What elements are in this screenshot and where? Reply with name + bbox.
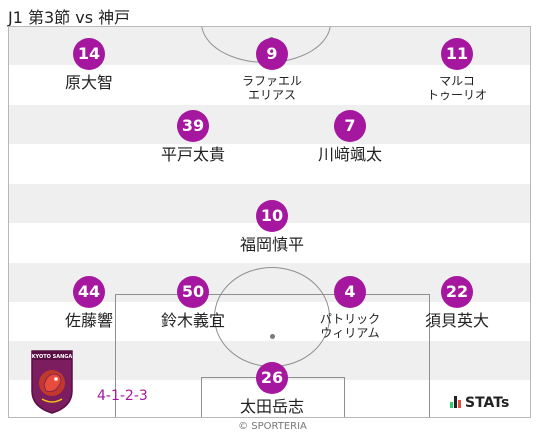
player-name: 鈴木義宜: [160, 311, 225, 330]
player-card[interactable]: 22 須貝英大: [397, 276, 517, 331]
pitch-stripe: [9, 105, 530, 144]
player-number: 14: [73, 38, 105, 70]
player-name: 太田岳志: [239, 397, 304, 416]
player-number: 22: [441, 276, 473, 308]
player-name: ラファエル エリアス: [241, 74, 302, 102]
player-number: 39: [177, 110, 209, 142]
player-card[interactable]: 39 平戸太貴: [133, 110, 253, 165]
player-card[interactable]: 10 福岡慎平: [212, 200, 332, 255]
player-card[interactable]: 50 鈴木義宜: [133, 276, 253, 331]
penalty-spot: [270, 334, 275, 339]
copyright: © SPORTERIA: [238, 421, 307, 432]
penalty-area: [115, 294, 430, 417]
player-name: 川﨑颯太: [317, 145, 382, 164]
player-card[interactable]: 4 パトリック ウィリアム: [290, 276, 410, 340]
svg-text:KYOTO SANGA: KYOTO SANGA: [32, 354, 73, 360]
player-name: 須貝英大: [424, 311, 489, 330]
player-number: 50: [177, 276, 209, 308]
player-name: 佐藤響: [64, 311, 113, 330]
stats-brand: STATs: [465, 395, 510, 411]
player-name: 原大智: [64, 73, 113, 92]
player-number: 9: [256, 38, 288, 70]
player-number: 26: [256, 362, 288, 394]
player-number: 4: [334, 276, 366, 308]
player-card[interactable]: 44 佐藤響: [29, 276, 149, 331]
player-card[interactable]: 26 太田岳志: [212, 362, 332, 417]
player-number: 44: [73, 276, 105, 308]
player-card[interactable]: 11 マルコ トゥーリオ: [397, 38, 517, 102]
kyoto-sanga-crest-icon: KYOTO SANGA: [31, 350, 73, 414]
player-card[interactable]: 9 ラファエル エリアス: [212, 38, 332, 102]
formation-label: 4-1-2-3: [97, 388, 148, 404]
player-card[interactable]: 7 川﨑颯太: [290, 110, 410, 165]
player-name: 福岡慎平: [239, 235, 304, 254]
player-card[interactable]: 14 原大智: [29, 38, 149, 93]
stats-logo: STATs: [450, 395, 509, 411]
player-number: 7: [334, 110, 366, 142]
player-number: 10: [256, 200, 288, 232]
stats-bars-icon: [450, 396, 462, 408]
player-name: 平戸太貴: [160, 145, 225, 164]
player-number: 11: [441, 38, 473, 70]
match-title: J1 第3節 vs 神戸: [8, 8, 131, 27]
player-name: パトリック ウィリアム: [319, 312, 381, 340]
player-name: マルコ トゥーリオ: [426, 74, 487, 102]
